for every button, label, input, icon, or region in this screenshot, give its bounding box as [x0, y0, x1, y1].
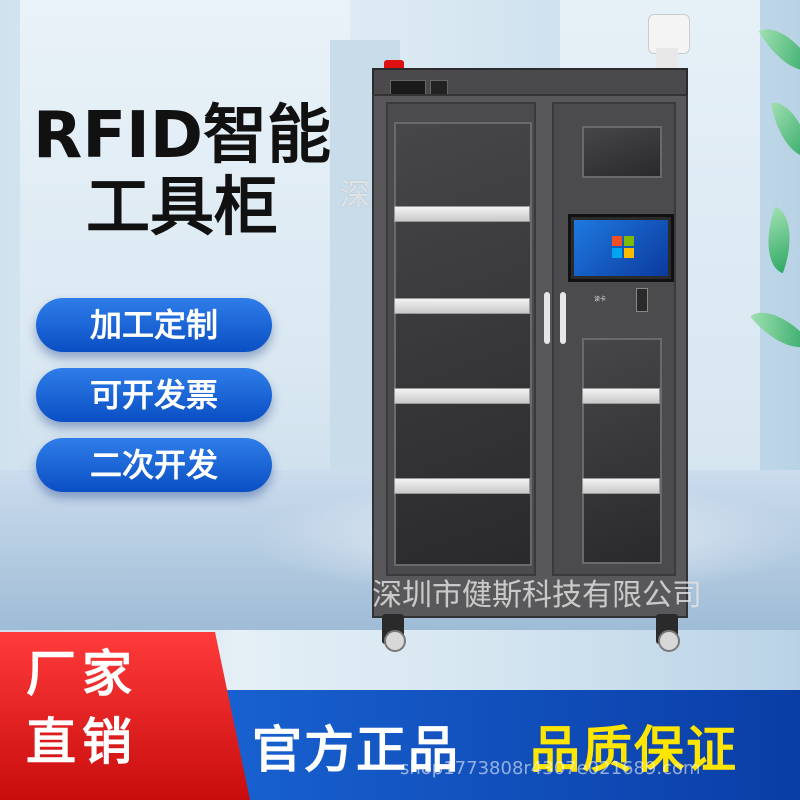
- caster-wheel: [658, 630, 680, 652]
- caster-wheel: [384, 630, 406, 652]
- shop-watermark: shop1773808r4307e021689.com: [400, 758, 701, 779]
- fingerprint-reader[interactable]: [636, 288, 648, 312]
- right-top-glass: [582, 126, 662, 178]
- shelf: [394, 298, 530, 314]
- shelf: [582, 388, 660, 404]
- camera-mount: [656, 48, 678, 70]
- vendor-line-2: 直销: [26, 713, 138, 771]
- windows-logo-icon: [612, 236, 634, 258]
- shelf: [394, 478, 530, 494]
- quality-guarantee: 品质保证: [530, 721, 738, 779]
- card-reader-label: 读卡: [594, 296, 607, 303]
- left-glass: [394, 122, 532, 566]
- vendor-badge: [0, 632, 250, 800]
- shelf: [582, 478, 660, 494]
- vendor-line-1: 厂家: [26, 645, 138, 703]
- official-genuine: 官方正品: [252, 721, 460, 779]
- right-bottom-glass: [582, 338, 662, 564]
- leaf-icon: [759, 16, 800, 84]
- badge-development[interactable]: 二次开发: [36, 438, 272, 492]
- leaf-icon: [771, 97, 800, 163]
- title-line-2: 工具柜: [86, 171, 278, 245]
- leaf-icon: [754, 206, 800, 274]
- watermark: 深圳市健斯科技有限公司: [372, 578, 702, 613]
- shelf: [394, 388, 530, 404]
- vendor-text: 厂家 直销: [26, 640, 206, 776]
- title-line-1: RFID智能: [33, 99, 331, 173]
- product-title: RFID智能 工具柜: [32, 100, 332, 244]
- touch-screen[interactable]: [568, 214, 674, 282]
- door-handle[interactable]: [560, 292, 566, 344]
- screen-desktop: [574, 220, 668, 276]
- badge-custom[interactable]: 加工定制: [36, 298, 272, 352]
- door-handle[interactable]: [544, 292, 550, 344]
- shelf: [394, 206, 530, 222]
- badge-invoice[interactable]: 可开发票: [36, 368, 272, 422]
